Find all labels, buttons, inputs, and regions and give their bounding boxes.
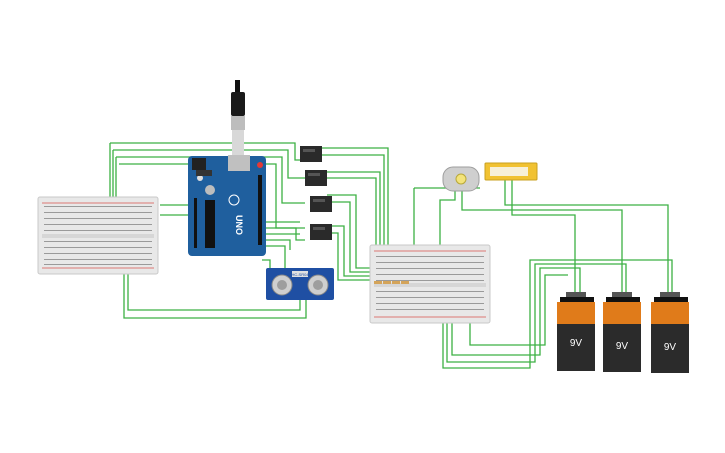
arduino-brand-label: UNO [234, 215, 244, 235]
battery-1-label: 9V [570, 338, 583, 349]
battery-3-label: 9V [664, 342, 677, 353]
resistors [374, 281, 409, 284]
relay-4 [310, 224, 332, 240]
battery-2: 9V [603, 292, 641, 372]
arduino-board-icon: UNO [188, 155, 266, 256]
usb-cable-icon [231, 80, 245, 158]
battery-2-label: 9V [616, 341, 629, 352]
sensor-label: HC-SR04 [291, 272, 309, 277]
relay-3 [310, 196, 332, 212]
dc-motor-icon [442, 166, 480, 192]
relay-2 [305, 170, 327, 186]
battery-1: 9V [557, 292, 595, 371]
breadboard-right [369, 244, 491, 324]
battery-3: 9V [651, 292, 689, 373]
ultrasonic-sensor-icon: HC-SR04 [266, 268, 334, 300]
breadboard-left [37, 196, 159, 275]
relay-1 [300, 146, 322, 162]
wires [109, 142, 673, 369]
lcd-icon [484, 162, 538, 181]
